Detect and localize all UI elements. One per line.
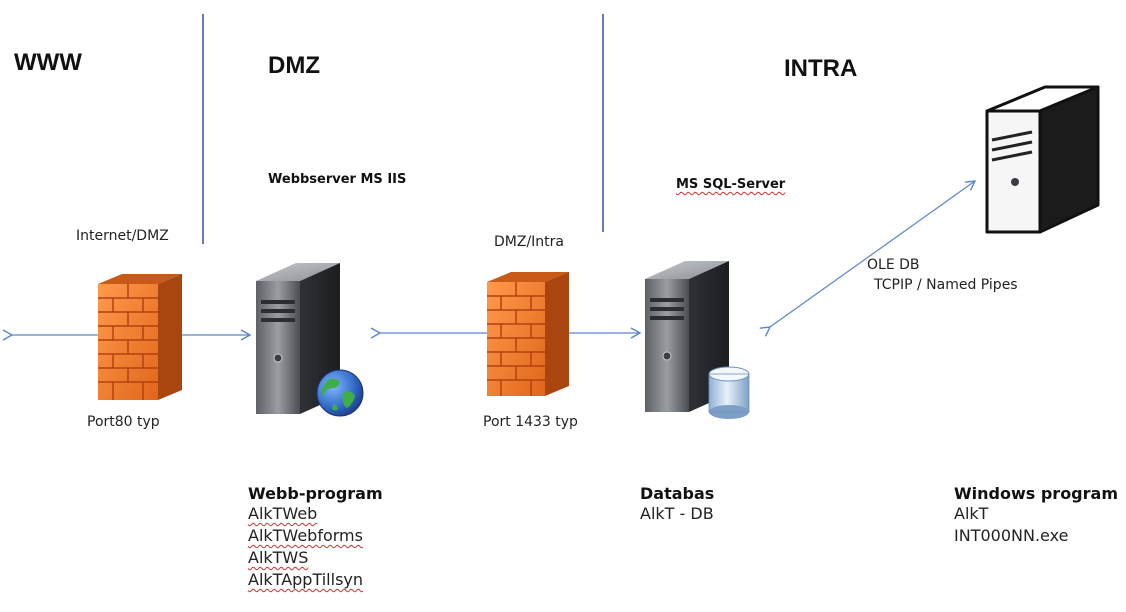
link-label-dmz-intra: DMZ/Intra <box>494 234 564 250</box>
firewall-icon <box>98 274 182 400</box>
arrow-sqlserver-workstation <box>759 180 977 337</box>
zone-title-dmz: DMZ <box>268 52 320 79</box>
sqlserver-label: MS SQL-Server <box>676 177 786 192</box>
firewall-icon <box>487 272 569 396</box>
globe-icon <box>316 369 364 417</box>
link-label-internet-dmz: Internet/DMZ <box>76 228 169 244</box>
webb-program-title: Webb-program <box>248 484 383 503</box>
list-item: AlkTAppTillsyn <box>248 570 364 589</box>
databas-list: Databas AlkT - DB <box>640 484 714 525</box>
port-label-80: Port80 typ <box>87 414 160 430</box>
list-item: AlkTWebforms <box>248 526 363 545</box>
list-item: AlkT - DB <box>640 504 714 523</box>
port-label-1433: Port 1433 typ <box>483 414 578 430</box>
protocol-label-oledb: OLE DB <box>867 257 920 273</box>
database-icon <box>708 366 750 419</box>
protocol-label-tcpip: TCPIP / Named Pipes <box>874 277 1018 293</box>
list-item: INT000NN.exe <box>954 526 1069 545</box>
zone-title-www: WWW <box>14 49 82 76</box>
list-item: AlkTWeb <box>248 504 318 523</box>
databas-title: Databas <box>640 484 715 503</box>
list-item: AlkT <box>954 504 989 523</box>
webb-program-list: Webb-program AlkTWeb AlkTWebforms AlkTWS… <box>248 484 383 591</box>
webserver-label: Webbserver MS IIS <box>268 172 407 187</box>
zone-title-intra: INTRA <box>784 55 858 82</box>
windows-program-title: Windows program <box>954 484 1118 503</box>
list-item: AlkTWS <box>248 548 309 567</box>
windows-program-list: Windows program AlkT INT000NN.exe <box>954 484 1118 547</box>
workstation-icon <box>985 85 1100 234</box>
